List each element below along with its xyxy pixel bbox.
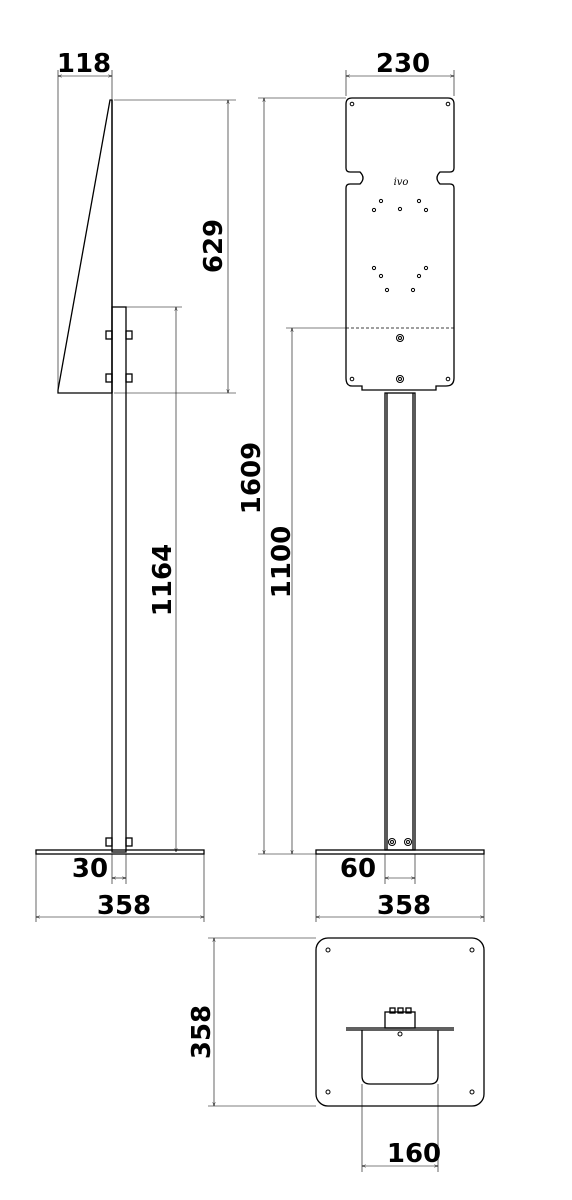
front-post (384, 392, 416, 851)
side-post (111, 306, 127, 853)
plan-bracket-cup (361, 1030, 439, 1085)
dim-plan-bracket-width: 160 (387, 1139, 441, 1169)
dim-plan-base-depth: 358 (187, 1005, 217, 1059)
plan-view: 358 160 (187, 937, 485, 1172)
dim-side-base-offset: 30 (72, 854, 108, 884)
front-panel-holes (349, 101, 451, 383)
dim-front-total-height: 1609 (237, 442, 267, 514)
dim-front-base-width: 358 (377, 891, 431, 921)
plan-bolts (389, 1007, 412, 1037)
front-view: ivo 230 1609 1100 60 (237, 49, 485, 922)
dim-side-top-width: 118 (57, 49, 111, 79)
side-panel (57, 99, 113, 394)
plan-base (315, 937, 485, 1107)
brand-logo: ivo (394, 177, 409, 188)
side-bolts-upper (105, 330, 133, 847)
plan-post-block (384, 1011, 416, 1029)
dim-front-panel-width: 230 (376, 49, 430, 79)
front-post-bolts (388, 838, 412, 846)
front-panel (345, 97, 455, 391)
side-base (35, 849, 205, 855)
dim-side-panel-height: 629 (199, 219, 229, 273)
dim-side-base-width: 358 (97, 891, 151, 921)
dim-front-mount-height: 1100 (267, 526, 297, 598)
front-base (315, 849, 485, 855)
dim-front-post-width: 60 (340, 854, 376, 884)
dim-side-post-height: 1164 (148, 544, 178, 616)
side-view: 118 629 1164 30 358 (35, 49, 236, 922)
plan-base-holes (325, 947, 475, 1095)
